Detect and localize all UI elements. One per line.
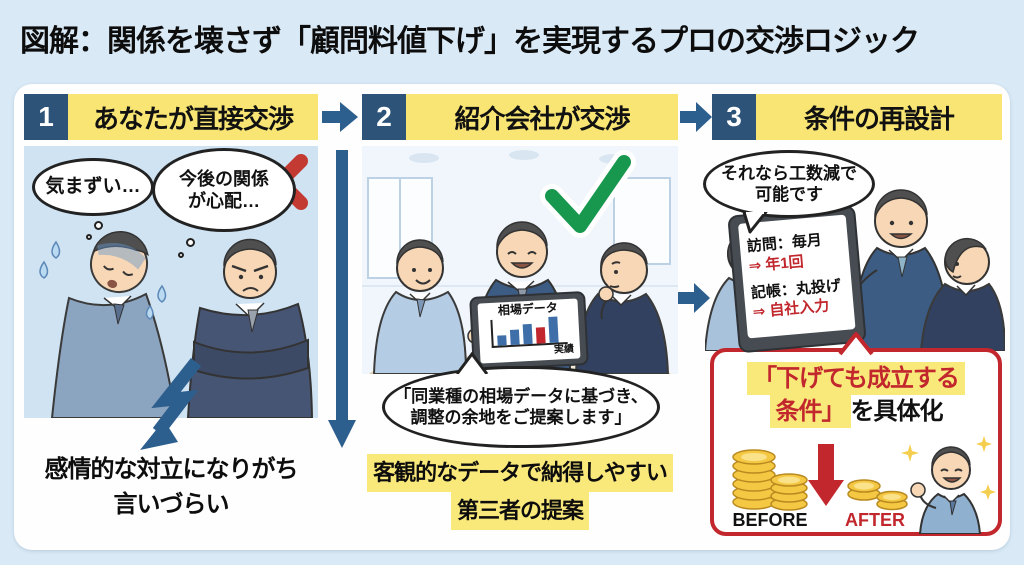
result-box-caret [838, 332, 874, 356]
panel2-caption: 客観的なデータで納得しやすい 第三者の提案 [358, 454, 682, 530]
sweat-drops-icon [39, 240, 167, 320]
lightning-arrow-icon [140, 357, 202, 450]
tablet-chart-bar [548, 316, 559, 343]
check-icon [540, 150, 636, 238]
step-number-2: 2 [362, 94, 406, 140]
result-title-line2-highlight: 条件」 [769, 395, 851, 429]
step-title-3: 条件の再設計 [756, 94, 1002, 140]
arrow-step2-to-step3-icon [680, 102, 712, 132]
listener-right-figure [574, 242, 670, 374]
vertical-flow-arrow-icon [328, 150, 356, 448]
step-number-3: 3 [712, 94, 756, 140]
after-label: AFTER [845, 510, 905, 530]
listener-left-figure [372, 239, 468, 374]
thought-bubble-1-text: 気まずい… [45, 176, 141, 198]
thought-bubble-2-line2: が心配… [188, 191, 260, 211]
speech-bubble-tail [455, 352, 489, 374]
panel2-speech-bubble: 「同業種の相場データに基づき、 調整の余地をご提案します」 [382, 366, 660, 448]
angry-man-figure [186, 238, 314, 418]
client-right-figure [919, 237, 1007, 352]
tablet-chart-bar [497, 335, 507, 346]
tablet-chart-label: 実績 [553, 343, 575, 356]
page-title: 図解：関係を壊さず「顧問料値下げ」を実現するプロの交渉ロジック [20, 25, 920, 58]
tablet-chart-bar [509, 329, 520, 345]
thought-bubble-2-line1: 今後の関係 [179, 168, 269, 189]
happy-man-figure [901, 436, 996, 534]
bubble-trail-dot [178, 252, 184, 258]
tablet-chart-bars [490, 316, 568, 348]
step-title-1: あなたが直接交渉 [68, 94, 318, 140]
result-title-line2-rest: を具体化 [850, 398, 944, 426]
step-header-2: 2 紹介会社が交渉 [362, 94, 678, 140]
step-header-1: 1 あなたが直接交渉 [24, 94, 318, 140]
step-header-3: 3 条件の再設計 [712, 94, 1002, 140]
bubble-trail-dot [94, 221, 103, 230]
bubble-trail-dot [186, 238, 195, 247]
arrow-panel2-to-panel3-icon [678, 283, 710, 313]
panel3-bubble-line2: 可能です [755, 185, 823, 204]
result-box: 「下げても成立する 条件」を具体化 [710, 348, 1002, 536]
tablet-chart-title: 相場データ [497, 300, 559, 318]
speech-bubble-tail [742, 212, 768, 234]
panel1-people-drawing [39, 231, 314, 418]
down-arrow-icon [808, 444, 844, 506]
panel1-caption-line2: 言いづらい [113, 491, 230, 518]
panel2-bubble-line2: 調整の余地をご提案します」 [410, 408, 632, 427]
coins-before-icon [732, 449, 808, 511]
tablet-chart-bar [535, 327, 546, 344]
bubble-trail-dot [86, 234, 92, 240]
panel1-caption: 感情的な対立になりがち 言いづらい [24, 452, 318, 522]
panel2-caption-line2: 第三者の提案 [450, 492, 589, 530]
step-title-2: 紹介会社が交渉 [406, 94, 678, 140]
panel2-bubble-line1: 「同業種の相場データに基づき、 [394, 386, 648, 406]
tablet-chart-bar [522, 323, 533, 345]
before-label: BEFORE [732, 510, 808, 530]
panel2-caption-line1: 客観的なデータで納得しやすい [367, 454, 673, 492]
thought-bubble-1: 気まずい… [32, 158, 154, 216]
arrow-step1-to-step2-icon [322, 102, 358, 132]
thought-bubble-2: 今後の関係 が心配… [152, 148, 296, 232]
tablet-screen: 相場データ 実績 [477, 298, 581, 364]
step-number-1: 1 [24, 94, 68, 140]
result-title-line1: 「下げても成立する [747, 362, 965, 396]
anxious-man-figure [39, 231, 178, 418]
coins-after-icon [847, 479, 908, 511]
panel3-bubble-line1: それなら工数減で [721, 163, 857, 183]
sparkles-icon [901, 436, 996, 500]
panel3-speech-bubble: それなら工数減で 可能です [703, 150, 875, 218]
panel1-caption-line1: 感情的な対立になりがち [44, 456, 299, 483]
